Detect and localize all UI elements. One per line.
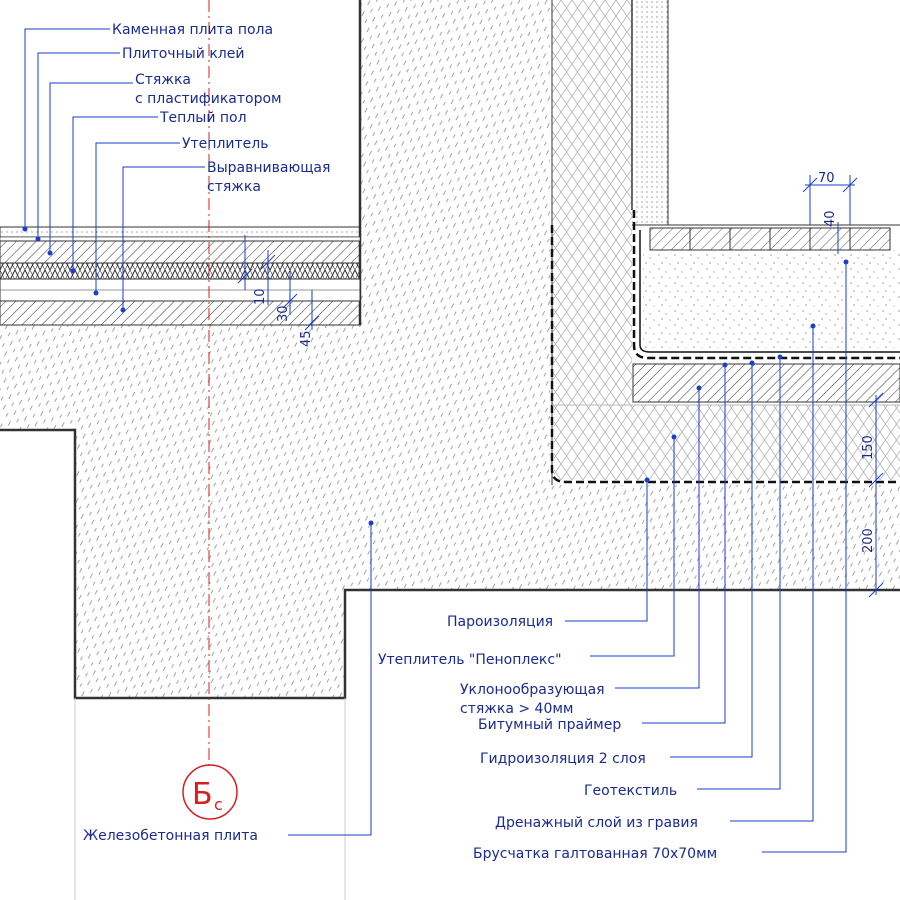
- label-stone-slab: Каменная плита пола: [112, 22, 273, 38]
- axis-letter: Б: [192, 777, 213, 812]
- label-geotextile: Геотекстиль: [584, 783, 677, 799]
- dim-45: 45: [299, 330, 314, 347]
- label-waterproofing: Гидроизоляция 2 слоя: [480, 751, 646, 767]
- dim-10: 10: [253, 288, 268, 305]
- axis-bubble: [182, 764, 238, 820]
- label-insulation: Утеплитель: [182, 136, 268, 152]
- floor-layer-labels: Каменная плита пола Плиточный клей Стяжк…: [22, 22, 330, 313]
- label-warm-floor: Теплый пол: [159, 110, 247, 126]
- label-leveling-screed: Выравнивающая: [207, 160, 330, 176]
- left-dimensions: 10 30 45: [237, 235, 320, 347]
- grid-axis: Б с: [182, 0, 238, 820]
- label-vapor-barrier: Пароизоляция: [447, 614, 553, 630]
- dim-200: 200: [861, 528, 876, 553]
- floor-buildup: [0, 226, 361, 326]
- label-slope-screed: Уклонообразующая: [460, 682, 605, 698]
- label-penoplex: Утеплитель "Пеноплекс": [378, 652, 562, 668]
- label-slope-screed-line2: стяжка > 40мм: [460, 701, 574, 717]
- dim-150: 150: [861, 435, 876, 460]
- label-gravel-drainage: Дренажный слой из гравия: [495, 815, 698, 831]
- label-screed-line2: с пластификатором: [135, 91, 282, 107]
- label-paving: Брусчатка галтованная 70х70мм: [473, 846, 717, 862]
- slab-label-group: Железобетонная плита: [83, 520, 374, 844]
- dim-40: 40: [823, 210, 838, 227]
- roof-layer-labels: Пароизоляция Утеплитель "Пеноплекс" Укло…: [378, 259, 849, 862]
- roof-buildup: [552, 227, 900, 480]
- dim-30: 30: [276, 305, 291, 322]
- label-tile-adhesive: Плиточный клей: [122, 46, 244, 62]
- parapet-wall: [550, 0, 900, 485]
- right-dimensions: 70 40 150 200: [802, 171, 884, 598]
- axis-subscript: с: [214, 795, 223, 814]
- label-rc-slab: Железобетонная плита: [83, 828, 258, 844]
- label-screed: Стяжка: [135, 72, 191, 88]
- label-leveling-screed-line2: стяжка: [207, 179, 261, 195]
- dim-70: 70: [818, 171, 835, 186]
- label-bitumen-primer: Битумный праймер: [478, 717, 621, 733]
